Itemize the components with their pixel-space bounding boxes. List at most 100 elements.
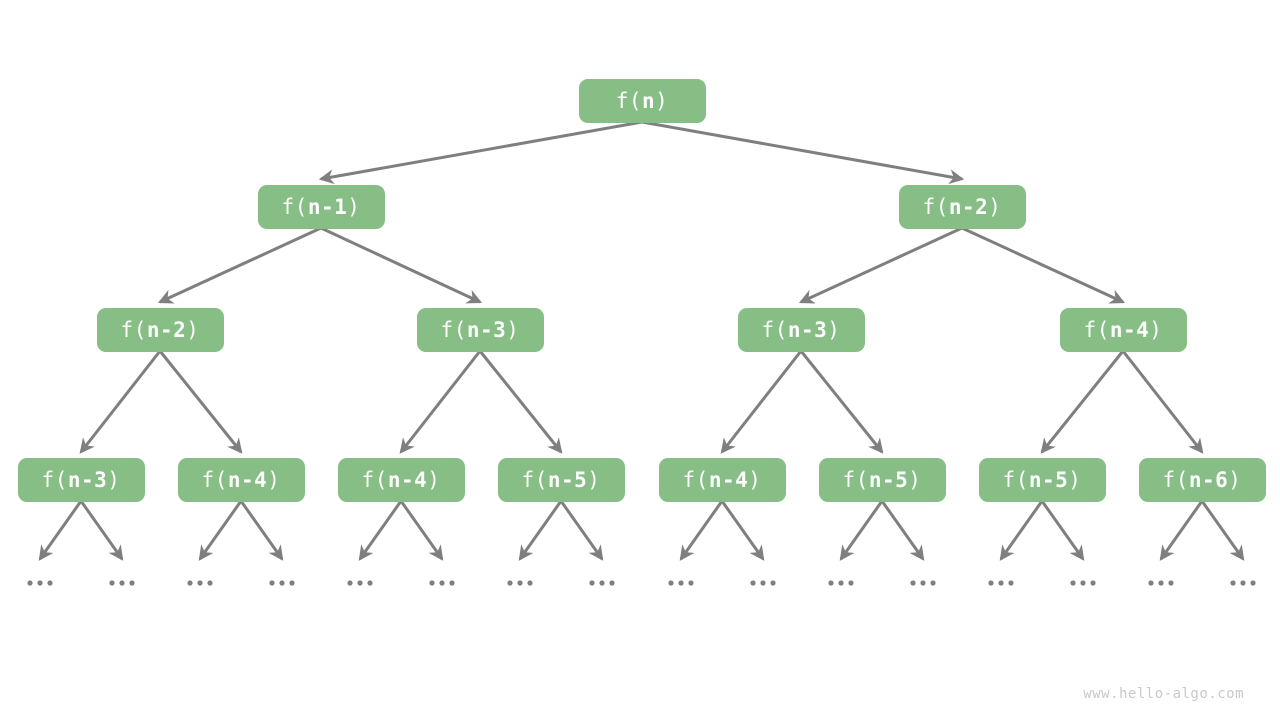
node-label-prefix: f( bbox=[120, 318, 147, 342]
ellipsis bbox=[109, 580, 135, 586]
node-label-suffix: ) bbox=[655, 89, 669, 113]
node-label-arg: n-2 bbox=[948, 195, 989, 219]
tree-edge-arrow bbox=[1040, 500, 1085, 561]
tree-edge-arrow bbox=[158, 350, 243, 454]
node-label-arg: n-5 bbox=[1028, 468, 1069, 492]
ellipsis bbox=[589, 580, 615, 586]
tree-edge-arrow bbox=[358, 500, 403, 561]
tree-edge-arrow bbox=[798, 226, 963, 304]
ellipsis-dot bbox=[609, 580, 615, 586]
ellipsis-dot bbox=[207, 580, 213, 586]
node-label-prefix: f( bbox=[440, 318, 467, 342]
tree-node: f(n-5) bbox=[497, 458, 625, 502]
tree-node: f(n-3) bbox=[17, 458, 145, 502]
ellipsis-dot bbox=[1148, 580, 1154, 586]
ellipsis-dot bbox=[129, 580, 135, 586]
ellipsis-dot bbox=[279, 580, 285, 586]
node-label-suffix: ) bbox=[107, 468, 121, 492]
ellipsis-dot bbox=[838, 580, 844, 586]
node-label-prefix: f( bbox=[41, 468, 68, 492]
ellipsis-dot bbox=[289, 580, 295, 586]
tree-edge-arrow bbox=[641, 120, 965, 185]
node-label-suffix: ) bbox=[988, 195, 1002, 219]
tree-node: f(n-4) bbox=[1059, 308, 1187, 352]
node-label-prefix: f( bbox=[281, 195, 308, 219]
ellipsis-dot bbox=[449, 580, 455, 586]
node-label-suffix: ) bbox=[347, 195, 361, 219]
tree-edge-arrow bbox=[38, 500, 83, 561]
ellipsis-dot bbox=[27, 580, 33, 586]
ellipsis-dot bbox=[517, 580, 523, 586]
node-label-suffix: ) bbox=[1149, 318, 1163, 342]
ellipsis-dot bbox=[439, 580, 445, 586]
ellipsis-dot bbox=[347, 580, 353, 586]
node-label-arg: n-4 bbox=[1109, 318, 1150, 342]
ellipsis-dot bbox=[1090, 580, 1096, 586]
ellipsis-dot bbox=[429, 580, 435, 586]
node-label-suffix: ) bbox=[908, 468, 922, 492]
tree-node: f(n-2) bbox=[898, 185, 1026, 229]
tree-edge-arrow bbox=[720, 500, 765, 561]
tree-edge-arrow bbox=[399, 350, 482, 454]
ellipsis-dot bbox=[678, 580, 684, 586]
tree-edge-arrow bbox=[157, 226, 322, 304]
tree-node: f(n-3) bbox=[416, 308, 544, 352]
node-label-prefix: f( bbox=[1002, 468, 1029, 492]
node-label-prefix: f( bbox=[761, 318, 788, 342]
ellipsis-dot bbox=[750, 580, 756, 586]
ellipsis-dot bbox=[187, 580, 193, 586]
node-label-suffix: ) bbox=[587, 468, 601, 492]
node-label-arg: n-3 bbox=[466, 318, 507, 342]
node-label-suffix: ) bbox=[1228, 468, 1242, 492]
ellipsis-dot bbox=[998, 580, 1004, 586]
ellipsis bbox=[507, 580, 533, 586]
node-label-prefix: f( bbox=[521, 468, 548, 492]
ellipsis-dot bbox=[197, 580, 203, 586]
tree-edge-arrow bbox=[198, 500, 243, 561]
ellipsis-dot bbox=[920, 580, 926, 586]
ellipsis-dot bbox=[589, 580, 595, 586]
ellipsis-dot bbox=[1158, 580, 1164, 586]
ellipsis-dot bbox=[357, 580, 363, 586]
tree-edge-arrow bbox=[79, 500, 124, 561]
tree-edge-arrow bbox=[320, 226, 483, 304]
node-label-prefix: f( bbox=[842, 468, 869, 492]
node-label-suffix: ) bbox=[1068, 468, 1082, 492]
node-label-arg: n-1 bbox=[307, 195, 348, 219]
node-label-prefix: f( bbox=[922, 195, 949, 219]
tree-edge-arrow bbox=[559, 500, 604, 561]
node-label-suffix: ) bbox=[827, 318, 841, 342]
tree-node: f(n-3) bbox=[737, 308, 865, 352]
ellipsis-dot bbox=[367, 580, 373, 586]
node-label-prefix: f( bbox=[615, 89, 642, 113]
node-label-arg: n-4 bbox=[227, 468, 268, 492]
node-label-arg: n-3 bbox=[787, 318, 828, 342]
ellipsis bbox=[1230, 580, 1256, 586]
ellipsis bbox=[27, 580, 53, 586]
tree-edge-arrow bbox=[1040, 350, 1125, 454]
node-label-arg: n-3 bbox=[67, 468, 108, 492]
ellipsis-dot bbox=[1230, 580, 1236, 586]
tree-edge-arrow bbox=[880, 500, 925, 561]
node-label-prefix: f( bbox=[201, 468, 228, 492]
node-label-suffix: ) bbox=[506, 318, 520, 342]
ellipsis-dot bbox=[988, 580, 994, 586]
node-label-prefix: f( bbox=[682, 468, 709, 492]
ellipsis-dot bbox=[1240, 580, 1246, 586]
tree-edge-arrow bbox=[1121, 350, 1204, 454]
tree-edge-arrow bbox=[478, 350, 563, 454]
ellipsis bbox=[750, 580, 776, 586]
node-label-arg: n-2 bbox=[146, 318, 187, 342]
tree-edge-arrow bbox=[961, 226, 1126, 304]
tree-node: f(n-1) bbox=[257, 185, 385, 229]
node-label-prefix: f( bbox=[1083, 318, 1110, 342]
tree-node: f(n-5) bbox=[978, 458, 1106, 502]
tree-edge-arrow bbox=[1200, 500, 1245, 561]
tree-edge-arrow bbox=[799, 350, 884, 454]
ellipsis bbox=[1148, 580, 1174, 586]
ellipsis-dot bbox=[37, 580, 43, 586]
ellipsis-dot bbox=[848, 580, 854, 586]
ellipsis-dot bbox=[828, 580, 834, 586]
tree-edge-arrow bbox=[239, 500, 284, 561]
